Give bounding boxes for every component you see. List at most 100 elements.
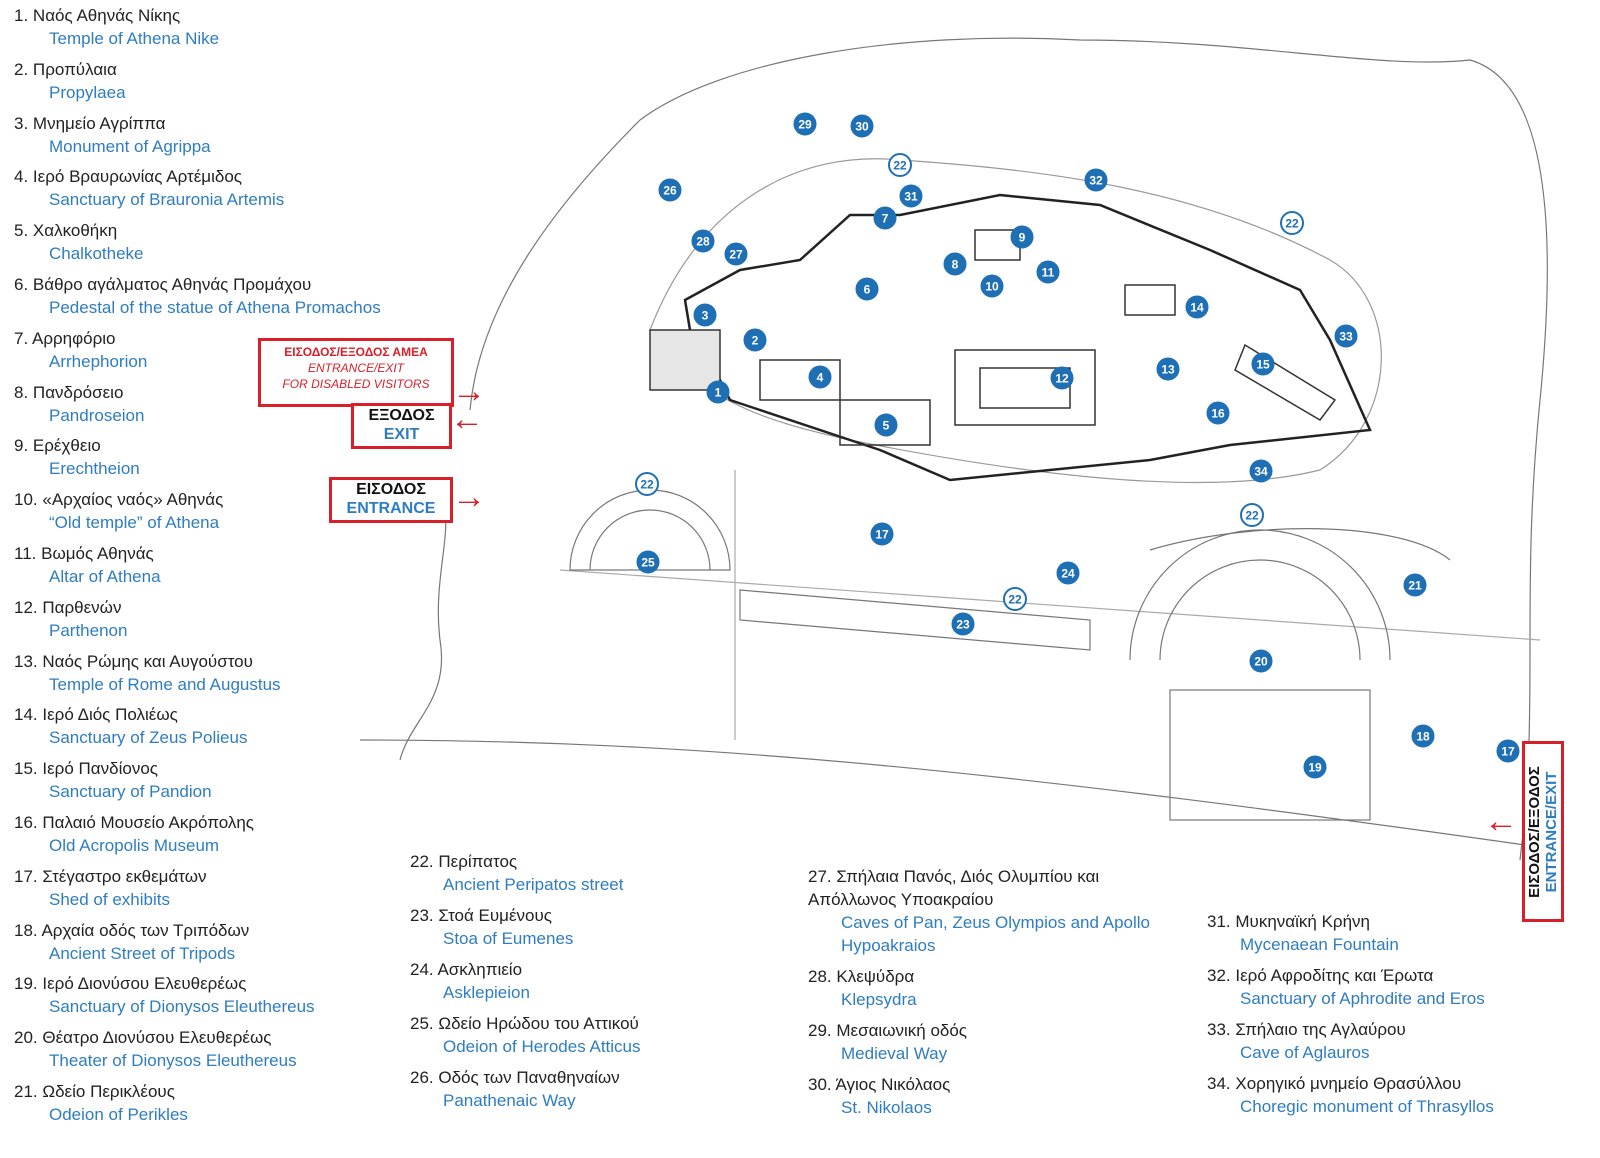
legend-english: Pedestal of the statue of Athena Promach… (49, 298, 381, 317)
legend-number: 2. (14, 59, 29, 79)
marker-label: 5 (883, 419, 890, 433)
legend-number: 33. (1207, 1020, 1231, 1039)
legend-greek: Βάθρο αγάλματος Αθηνάς Προμάχου (32, 275, 312, 294)
legend-greek: «Αρχαίος ναός» Αθηνάς (42, 490, 224, 510)
site-marker-31[interactable]: 31 (899, 184, 923, 208)
legend-number: 19. (14, 974, 38, 994)
legend-number: 3. (14, 113, 29, 133)
site-marker-29[interactable]: 29 (793, 112, 817, 136)
site-marker-11[interactable]: 11 (1036, 260, 1060, 284)
site-marker-4[interactable]: 4 (808, 365, 832, 389)
site-marker-19[interactable]: 19 (1303, 755, 1327, 779)
legend-greek: Ναός Ρώμης και Αυγούστου (42, 651, 253, 671)
site-marker-22[interactable]: 22 (635, 472, 659, 496)
sign-english: ENTRANCE/EXIT (307, 361, 404, 375)
legend-greek: Πανδρόσειο (32, 382, 124, 402)
site-marker-22[interactable]: 22 (888, 153, 912, 177)
marker-label: 13 (1161, 363, 1175, 377)
marker-label: 24 (1061, 567, 1075, 581)
site-marker-30[interactable]: 30 (850, 114, 874, 138)
site-marker-6[interactable]: 6 (855, 277, 879, 301)
legend-english: St. Nikolaos (841, 1098, 932, 1117)
site-marker-22[interactable]: 22 (1240, 503, 1264, 527)
marker-label: 17 (1501, 745, 1515, 759)
site-marker-8[interactable]: 8 (943, 252, 967, 276)
legend-english: Propylaea (49, 82, 126, 102)
marker-label: 15 (1256, 358, 1270, 372)
site-marker-28[interactable]: 28 (691, 229, 715, 253)
marker-circle (793, 112, 817, 136)
marker-circle (808, 365, 832, 389)
legend-item: 27. Σπήλαια Πανός, Διός Ολυμπίου και Από… (808, 865, 1181, 957)
site-marker-7[interactable]: 7 (873, 206, 897, 230)
marker-circle (691, 229, 715, 253)
legend-number: 16. (14, 813, 38, 832)
site-marker-34[interactable]: 34 (1249, 459, 1273, 483)
marker-circle (724, 242, 748, 266)
marker-label: 31 (904, 190, 918, 204)
legend-greek: Μεσαιωνική οδός (836, 1021, 968, 1040)
legend-greek: Άγιος Νικόλαος (835, 1075, 951, 1094)
site-marker-3[interactable]: 3 (693, 303, 717, 327)
lower-road (359, 739, 1561, 851)
legend-english: Sanctuary of Dionysos Eleuthereus (49, 997, 315, 1017)
site-marker-21[interactable]: 21 (1403, 573, 1427, 597)
site-marker-17[interactable]: 17 (870, 522, 894, 546)
legend-english: Medieval Way (841, 1044, 948, 1063)
marker-label: 23 (956, 618, 970, 632)
site-marker-17[interactable]: 17 (1496, 739, 1520, 763)
site-marker-22[interactable]: 22 (1280, 211, 1304, 235)
legend-greek: Ιερό Αφροδίτης και Έρωτα (1235, 966, 1434, 985)
site-marker-23[interactable]: 23 (951, 612, 975, 636)
legend-greek: Ιερό Διονύσου Ελευθερέως (42, 974, 247, 994)
legend-english: Shed of exhibits (49, 889, 170, 909)
legend-number: 4. (14, 167, 29, 187)
site-marker-5[interactable]: 5 (874, 413, 898, 437)
marker-label: 18 (1416, 730, 1430, 744)
marker-label: 10 (985, 280, 999, 294)
site-marker-20[interactable]: 20 (1249, 649, 1273, 673)
site-marker-25[interactable]: 25 (636, 550, 660, 574)
site-marker-1[interactable]: 1 (706, 380, 730, 404)
site-marker-16[interactable]: 16 (1206, 401, 1230, 425)
legend-number: 29. (808, 1021, 832, 1040)
legend-greek: Μνημείο Αγρίππα (32, 113, 166, 133)
legend-english: Erechtheion (49, 459, 140, 479)
site-marker-2[interactable]: 2 (743, 328, 767, 352)
marker-circle (693, 303, 717, 327)
legend-number: 28. (808, 967, 832, 986)
legend-english: Cave of Aglauros (1240, 1043, 1370, 1062)
marker-circle (1185, 295, 1209, 319)
legend-greek: Χορηγικό μνημείο Θρασύλλου (1235, 1074, 1462, 1093)
legend-english: Choregic monument of Thrasyllos (1240, 1097, 1494, 1116)
site-marker-15[interactable]: 15 (1251, 352, 1275, 376)
site-marker-33[interactable]: 33 (1334, 324, 1358, 348)
legend-english: Odeion of Perikles (49, 1105, 188, 1124)
marker-circle (706, 380, 730, 404)
site-marker-13[interactable]: 13 (1156, 357, 1180, 381)
site-marker-22[interactable]: 22 (1003, 587, 1027, 611)
site-marker-9[interactable]: 9 (1010, 225, 1034, 249)
legend-english: Asklepieion (443, 983, 530, 1002)
sign-greek: ΕΙΣΟΔΟΣ/ΕΞΟΔΟΣ (1526, 765, 1543, 898)
site-marker-18[interactable]: 18 (1411, 724, 1435, 748)
marker-label: 26 (663, 184, 677, 198)
site-marker-27[interactable]: 27 (724, 242, 748, 266)
site-marker-24[interactable]: 24 (1056, 561, 1080, 585)
legend-number: 17. (14, 866, 38, 886)
legend-greek: Σπήλαια Πανός, Διός Ολυμπίου και Απόλλων… (808, 867, 1100, 909)
site-marker-12[interactable]: 12 (1050, 366, 1074, 390)
sign-greek: ΕΙΣΟΔΟΣ (356, 481, 426, 498)
site-marker-32[interactable]: 32 (1084, 168, 1108, 192)
site-marker-26[interactable]: 26 (658, 178, 682, 202)
legend-greek: Ιερό Βραυρωνίας Αρτέμιδος (32, 167, 242, 187)
hill-outline (469, 37, 1548, 861)
site-marker-10[interactable]: 10 (980, 274, 1004, 298)
site-marker-14[interactable]: 14 (1185, 295, 1209, 319)
legend-number: 32. (1207, 966, 1231, 985)
